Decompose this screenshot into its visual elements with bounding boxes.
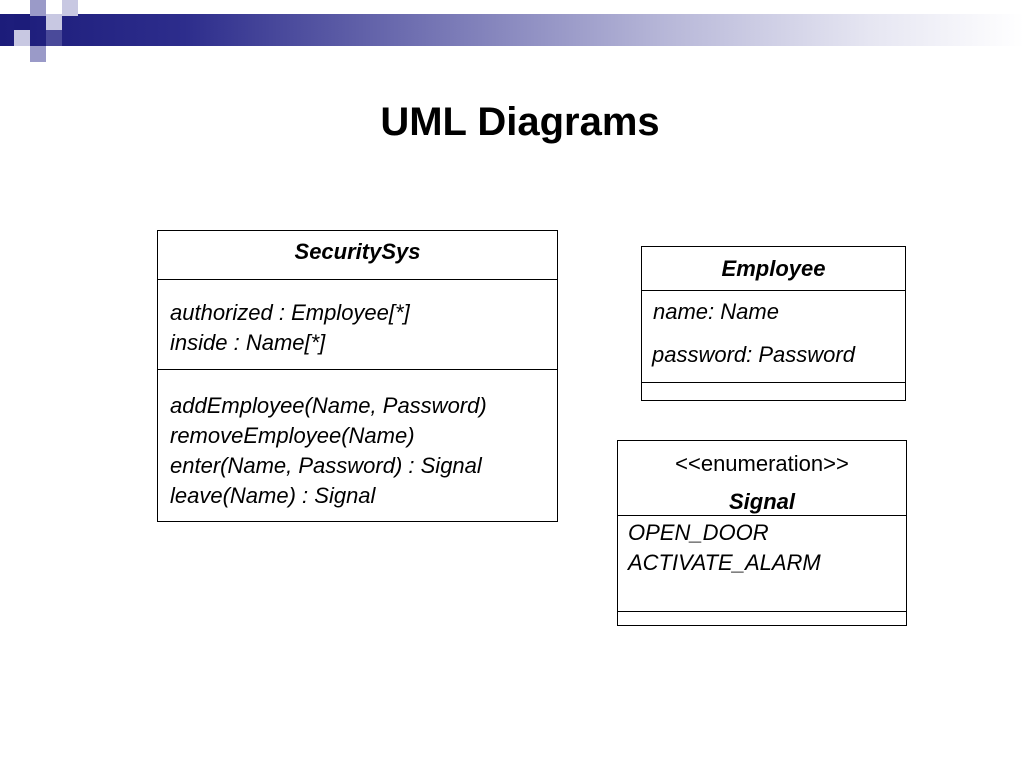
compartment-divider [642, 290, 905, 291]
compartment-divider [158, 279, 557, 280]
header-square-icon [14, 14, 30, 30]
compartment-divider [642, 382, 905, 383]
header-square-icon [46, 30, 62, 46]
operation-line: enter(Name, Password) : Signal [170, 453, 482, 478]
header-square-icon [46, 14, 62, 30]
operations-compartment: addEmployee(Name, Password) removeEmploy… [170, 391, 487, 511]
header-square-icon [30, 46, 46, 62]
class-box-securitysys: SecuritySys authorized : Employee[*] ins… [157, 230, 558, 522]
class-name: Signal [728, 489, 795, 514]
header-square-icon [62, 0, 78, 16]
attribute-line: authorized : Employee[*] [170, 300, 410, 325]
class-box-employee: Employee name: Name password: Password [641, 246, 906, 401]
page-title: UML Diagrams [380, 100, 660, 144]
attribute-line: password: Password [652, 342, 855, 367]
header-square-icon [30, 0, 46, 16]
header-square-icon [14, 30, 30, 46]
attribute-line: name: Name [653, 299, 779, 324]
class-name: SecuritySys [294, 239, 421, 264]
enum-literal: OPEN_DOOR [628, 520, 769, 545]
compartment-divider [618, 611, 906, 612]
compartment-divider [618, 515, 906, 516]
class-name: Employee [721, 256, 826, 281]
compartment-divider [158, 369, 557, 370]
operation-line: addEmployee(Name, Password) [170, 393, 487, 418]
operation-line: removeEmployee(Name) [170, 423, 415, 448]
literals-compartment: OPEN_DOOR ACTIVATE_ALARM [628, 518, 821, 578]
header-gradient-bar [0, 14, 1024, 46]
enum-box-signal: <<enumeration>> Signal OPEN_DOOR ACTIVAT… [617, 440, 907, 626]
operation-line: leave(Name) : Signal [170, 483, 376, 508]
attributes-compartment: authorized : Employee[*] inside : Name[*… [170, 298, 410, 358]
stereotype-label: <<enumeration>> [675, 451, 849, 476]
attribute-line: inside : Name[*] [170, 330, 326, 355]
enum-literal: ACTIVATE_ALARM [628, 550, 821, 575]
